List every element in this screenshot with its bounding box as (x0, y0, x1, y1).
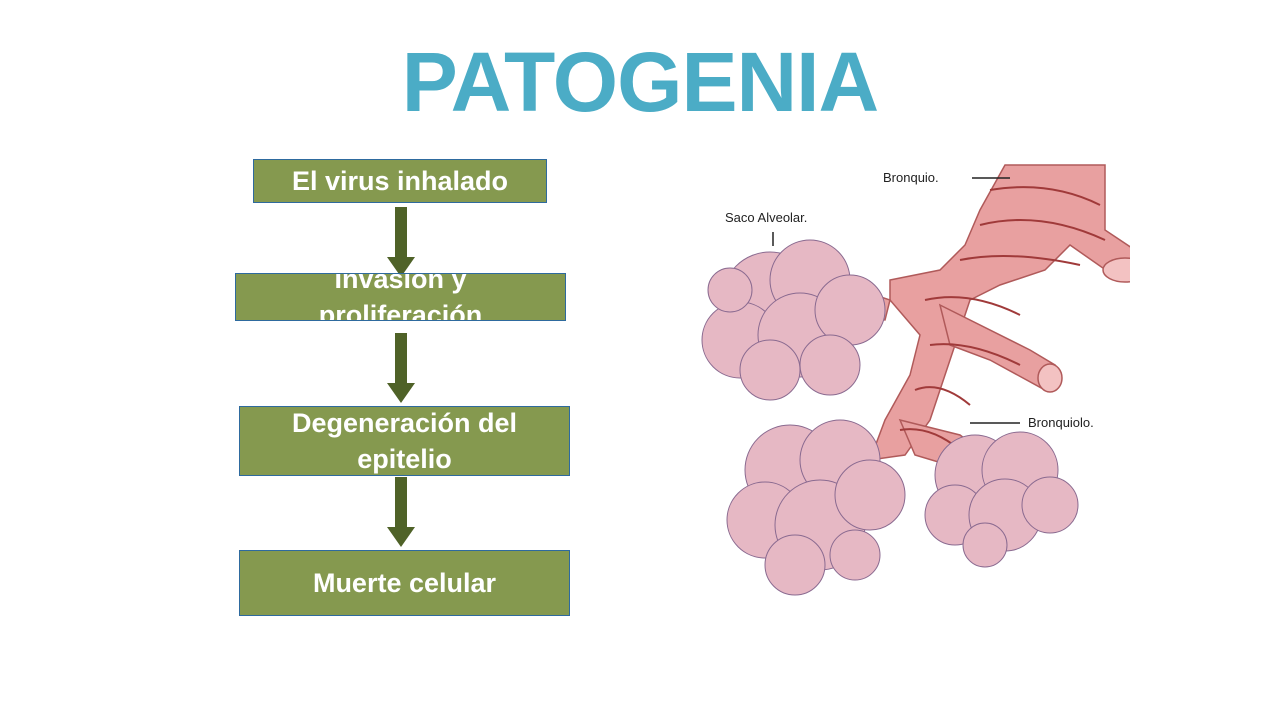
arrow-down-icon (387, 207, 415, 277)
step-label: Invasión y proliferación (318, 273, 483, 321)
label-saco-alveolar: Saco Alveolar. (725, 210, 807, 225)
label-bronquio: Bronquio. (883, 170, 939, 185)
step-label: Degeneración del epitelio (291, 408, 518, 474)
alveolar-sac-bottom-right (924, 431, 1079, 568)
arrow-down-icon (387, 477, 415, 547)
step-virus-inhalado: El virus inhalado (253, 159, 547, 203)
step-invasion-proliferacion: Invasión y proliferación (235, 273, 566, 321)
alveolar-sac-top-left (701, 239, 886, 401)
step-label: El virus inhalado (291, 166, 509, 196)
step-muerte-celular: Muerte celular (239, 550, 570, 616)
bronchiole-alveoli-illustration: Bronquio. Saco Alveolar. Bronquiolo. (701, 164, 1130, 596)
step-degeneracion-epitelio: Degeneración del epitelio (239, 406, 570, 476)
arrow-down-icon (387, 333, 415, 403)
label-bronquiolo: Bronquiolo. (1028, 415, 1094, 430)
step-label: Muerte celular (312, 568, 497, 598)
page-title: PATOGENIA (401, 35, 879, 129)
alveolar-sac-bottom-left (726, 419, 906, 596)
